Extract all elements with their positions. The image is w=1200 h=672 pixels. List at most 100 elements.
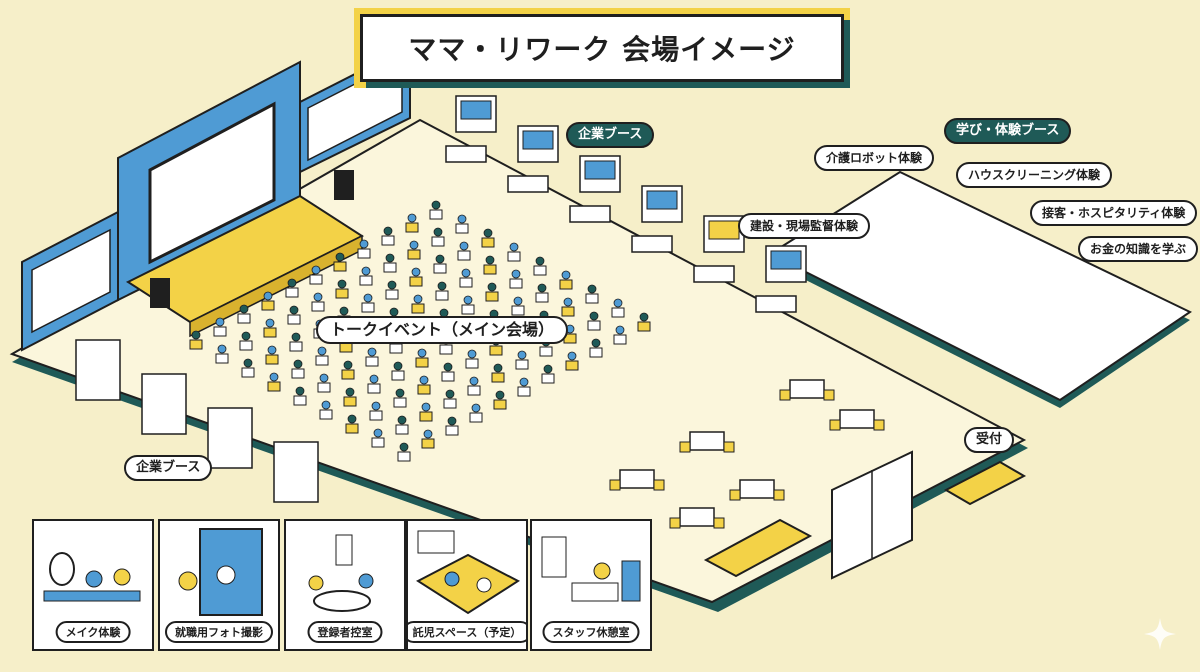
audience-person [339, 306, 349, 316]
reception-label: 受付 [964, 427, 1015, 453]
audience-chair [489, 345, 503, 356]
audience-chair [461, 304, 475, 315]
audience-person [435, 254, 445, 264]
audience-chair [637, 321, 651, 332]
audience-chair [565, 360, 579, 371]
lounge-chair [773, 489, 785, 501]
audience-chair [517, 386, 531, 397]
audience-person [383, 226, 393, 236]
booth-table [631, 235, 673, 253]
audience-person [445, 389, 455, 399]
lounge-table [839, 409, 875, 429]
audience-person [385, 253, 395, 263]
room-staff-caption: スタッフ休憩室 [542, 621, 640, 643]
company-booths-left [75, 339, 319, 503]
audience-person [265, 318, 275, 328]
main-event-label: トークイベント（メイン会場） [316, 316, 569, 344]
audience-person [291, 332, 301, 342]
info-desk [703, 518, 813, 578]
audience-chair [237, 313, 251, 324]
audience-person [373, 428, 383, 438]
audience-chair [509, 278, 523, 289]
audience-chair [369, 410, 383, 421]
audience-chair [459, 277, 473, 288]
audience-person [589, 311, 599, 321]
room-makeup-caption: メイク体験 [55, 621, 131, 643]
audience-chair [493, 399, 507, 410]
audience-person [423, 429, 433, 439]
audience-person [321, 400, 331, 410]
audience-chair [589, 347, 603, 358]
left-screen [31, 228, 111, 334]
audience-person [509, 242, 519, 252]
money-label: お金の知識を学ぶ [1078, 236, 1199, 262]
audience-person [393, 361, 403, 371]
audience-person [363, 293, 373, 303]
audience-chair [485, 291, 499, 302]
audience-chair [391, 370, 405, 381]
booth-sign [708, 220, 740, 240]
audience-person [335, 252, 345, 262]
audience-person [421, 402, 431, 412]
lounge-table [619, 469, 655, 489]
audience-chair [467, 385, 481, 396]
audience-person [269, 372, 279, 382]
construction-label: 建設・現場監督体験 [738, 213, 871, 239]
audience-person [295, 386, 305, 396]
audience-person [313, 292, 323, 302]
audience-chair [367, 383, 381, 394]
audience-person [407, 213, 417, 223]
lounge-table [789, 379, 825, 399]
lounge-chair [829, 419, 841, 431]
company-booth-left-label: 企業ブース [124, 455, 213, 481]
audience-person [483, 228, 493, 238]
audience-chair [311, 301, 325, 312]
audience-person [463, 295, 473, 305]
lounge-table [689, 431, 725, 451]
audience-person [519, 377, 529, 387]
audience-person [487, 282, 497, 292]
photo-illustration [178, 528, 263, 616]
audience-chair [215, 353, 229, 364]
makeup-illustration [43, 552, 141, 602]
audience-chair [263, 327, 277, 338]
audience-chair [417, 384, 431, 395]
audience-person [461, 268, 471, 278]
audience-chair [441, 371, 455, 382]
booth-table [445, 145, 487, 163]
audience-chair [491, 372, 505, 383]
audience-chair [395, 424, 409, 435]
audience-person [311, 265, 321, 275]
booth-table [569, 205, 611, 223]
audience-chair [389, 343, 403, 354]
audience-person [411, 267, 421, 277]
booth-table [755, 295, 797, 313]
audience-chair [287, 314, 301, 325]
audience-person [343, 360, 353, 370]
audience-chair [261, 300, 275, 311]
audience-chair [559, 279, 573, 290]
left-booth-panel [273, 441, 319, 503]
room-staff: スタッフ休憩室 [530, 519, 652, 651]
audience-person [243, 358, 253, 368]
audience-chair [345, 423, 359, 434]
audience-chair [585, 293, 599, 304]
audience-chair [393, 397, 407, 408]
audience-person [191, 330, 201, 340]
audience-person [419, 375, 429, 385]
booth-sign [522, 130, 554, 150]
audience-person [287, 278, 297, 288]
lounge-chair [779, 389, 791, 401]
audience-chair [385, 289, 399, 300]
audience-person [267, 345, 277, 355]
audience-person [543, 364, 553, 374]
audience-chair [335, 288, 349, 299]
audience-person [337, 279, 347, 289]
lounge-chair [823, 389, 835, 401]
audience-chair [361, 302, 375, 313]
audience-person [591, 338, 601, 348]
audience-chair [541, 373, 555, 384]
audience-chair [343, 396, 357, 407]
audience-chair [309, 274, 323, 285]
